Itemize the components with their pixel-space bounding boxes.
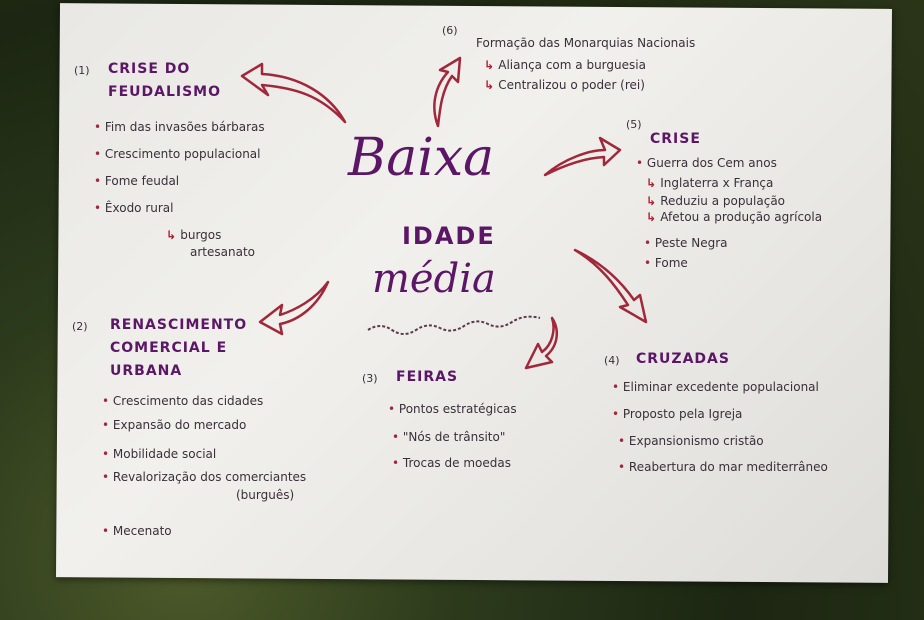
section-number: (5) — [626, 118, 642, 131]
list-item-continuation: (burguês) — [236, 488, 295, 502]
list-item: Peste Negra — [644, 236, 728, 250]
section-heading: Formação das Monarquias Nacionais — [476, 36, 696, 50]
sub-item: Inglaterra x França — [646, 176, 773, 190]
list-item: Guerra dos Cem anos — [636, 156, 777, 170]
sub-item: burgos — [166, 228, 221, 242]
list-item: Fim das invasões bárbaras — [94, 120, 265, 134]
section-heading: FEIRAS — [396, 369, 459, 385]
section-number: (3) — [362, 372, 378, 385]
list-item: Fome feudal — [94, 174, 179, 188]
title-baixa: Baixa — [348, 128, 495, 188]
section-number: (2) — [72, 320, 88, 333]
section-number: (1) — [74, 64, 90, 77]
list-item: Eliminar excedente populacional — [612, 380, 819, 394]
list-item: Crescimento das cidades — [102, 394, 263, 408]
arrow-to-monarquias — [433, 56, 462, 128]
section-number: (4) — [604, 354, 620, 367]
arrow-to-crise — [543, 136, 622, 177]
list-item: Crescimento populacional — [94, 147, 261, 161]
arrow-to-feiras — [524, 316, 559, 370]
title-idade: IDADE — [402, 222, 496, 250]
arrow-to-renascimento — [258, 280, 330, 336]
section-heading: CRISE — [650, 131, 701, 147]
list-item: Fome — [644, 256, 688, 270]
title-media: média — [372, 256, 496, 302]
list-item: Expansão do mercado — [102, 418, 246, 432]
sub-item: Reduziu a população — [646, 194, 785, 208]
sub-item: Afetou a produção agrícola — [646, 210, 822, 224]
list-item: Mecenato — [102, 524, 172, 538]
list-item: Reabertura do mar mediterrâneo — [618, 460, 828, 474]
vine-decoration — [367, 315, 541, 335]
list-item: Expansionismo cristão — [618, 434, 764, 448]
sub-item: artesanato — [190, 245, 255, 259]
list-item: Revalorização dos comerciantes — [102, 470, 306, 484]
sub-item: Aliança com a burguesia — [484, 58, 646, 72]
list-item: "Nós de trânsito" — [392, 430, 505, 444]
list-item: Proposto pela Igreja — [612, 407, 743, 421]
list-item: Mobilidade social — [102, 447, 216, 461]
arrow-to-cruzadas — [573, 248, 648, 324]
arrow-to-crise-feudalismo — [240, 62, 347, 124]
list-item: Pontos estratégicas — [388, 402, 517, 416]
list-item: Êxodo rural — [94, 201, 174, 215]
list-item: Trocas de moedas — [392, 456, 511, 470]
section-heading: CRUZADAS — [636, 351, 730, 367]
sub-item: Centralizou o poder (rei) — [484, 78, 645, 92]
section-number: (6) — [442, 24, 458, 37]
